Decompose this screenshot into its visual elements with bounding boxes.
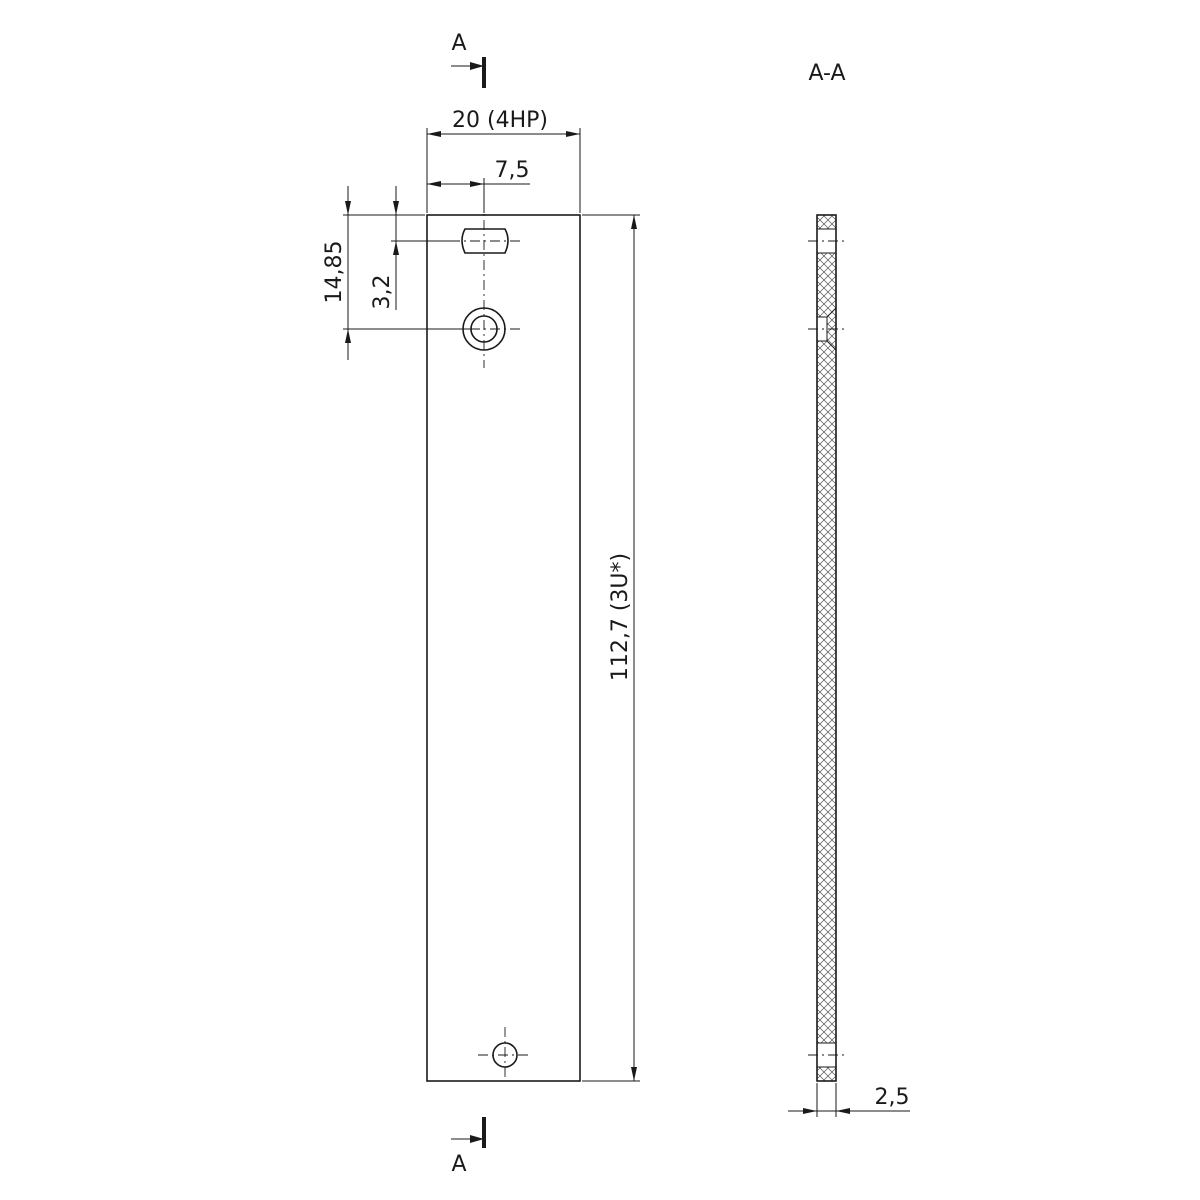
dimension-thickness: 2,5: [788, 1083, 910, 1117]
dimension-width-label: 20 (4HP): [452, 108, 548, 133]
section-outline: [816, 214, 837, 1082]
section-slot-cut: [817, 229, 836, 253]
dimension-height: 112,7 (3U*): [582, 214, 640, 1082]
section-view: A-A: [808, 61, 846, 1082]
section-bottom-cut: [817, 1043, 836, 1067]
dimension-hole-offset-x: 7,5: [427, 158, 530, 213]
front-panel: [426, 200, 581, 1082]
section-label-bottom: A: [451, 1152, 466, 1177]
dimension-width: 20 (4HP): [426, 108, 581, 213]
dimension-thickness-label: 2,5: [875, 1085, 910, 1110]
mounting-slot: [461, 228, 509, 254]
dimension-hole-offset-y: 14,85: [322, 186, 470, 360]
dimension-height-label: 112,7 (3U*): [608, 553, 633, 681]
panel-outline: [426, 214, 581, 1082]
dimension-hole-offset-y-label: 14,85: [322, 241, 347, 304]
dimension-slot-offset-y: 3,2: [370, 186, 458, 310]
section-label-top: A: [451, 31, 466, 56]
dimension-slot-offset-y-label: 3,2: [370, 275, 395, 310]
section-hatch: [817, 215, 836, 1081]
section-mark-bottom: A: [451, 1117, 486, 1177]
section-mark-top: A: [451, 31, 486, 88]
dimension-hole-offset-x-label: 7,5: [495, 158, 530, 183]
section-view-title: A-A: [808, 61, 845, 86]
